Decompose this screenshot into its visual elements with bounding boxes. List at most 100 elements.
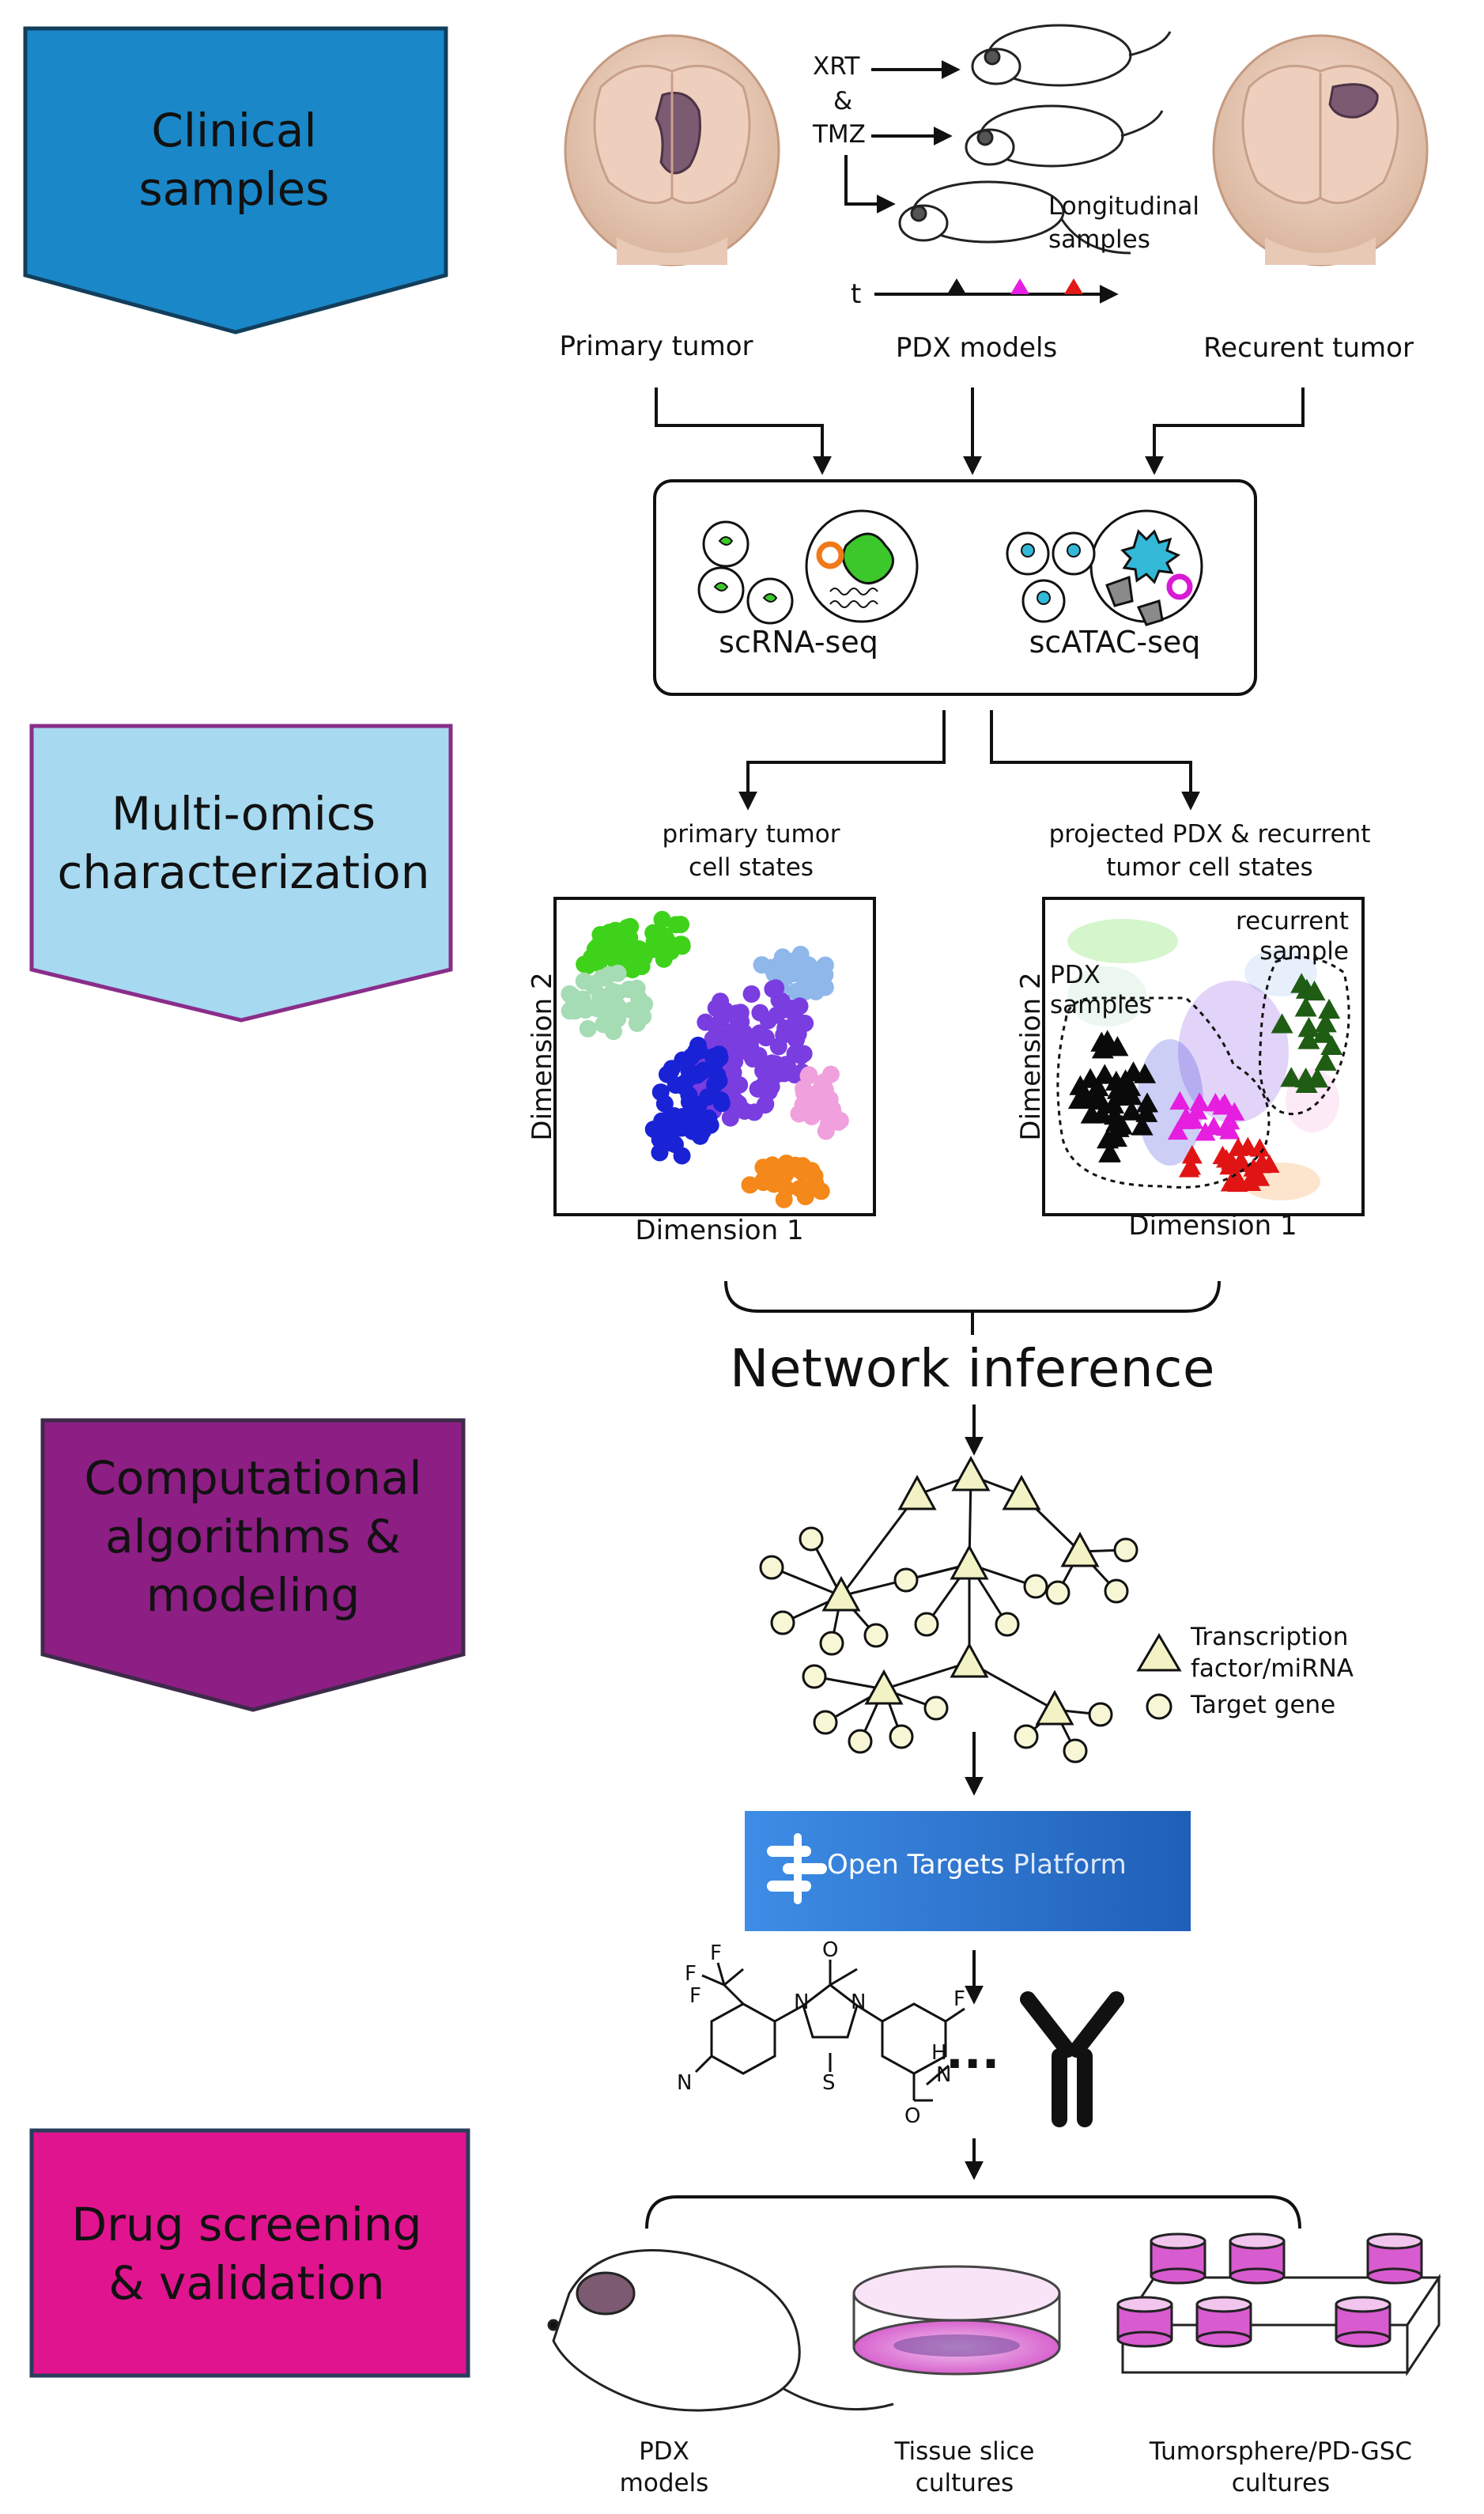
- longitudinal-arrow: [844, 155, 896, 214]
- pdx-black-point: [1120, 1100, 1143, 1121]
- cluster-blue-point: [712, 1094, 731, 1113]
- transcription-factor-node: [950, 1544, 989, 1580]
- pdx-black-point: [1086, 1076, 1109, 1097]
- cluster-pink-point: [805, 1097, 823, 1115]
- cluster-lightblue-point: [787, 982, 805, 1000]
- stage-computational-label: Computational algorithms & modeling: [84, 1451, 422, 1622]
- recurrent-darkgreen-point: [1280, 1067, 1303, 1087]
- cluster-mint-point: [630, 989, 648, 1007]
- cluster-purple-point: [731, 1076, 749, 1094]
- legend-target-label: Target gene: [1191, 1691, 1336, 1719]
- target-gene-node: [1063, 1738, 1088, 1764]
- open-targets-brand: Open Targets: [827, 1849, 1005, 1881]
- pdx-black-point: [1104, 1104, 1127, 1125]
- cluster-blue-point: [651, 1144, 669, 1162]
- scatac-cells-icon: [1006, 509, 1203, 626]
- cluster-orange-point: [741, 1176, 759, 1194]
- recurent-tumor-label: Recurent tumor: [1203, 332, 1414, 364]
- pdx-magenta-point: [1167, 1121, 1188, 1140]
- faded-reference-cluster: [1067, 919, 1178, 963]
- target-gene-node: [759, 1555, 784, 1580]
- target-gene-node: [799, 1526, 824, 1552]
- cluster-green-point: [635, 949, 653, 967]
- svg-text:O: O: [904, 2104, 920, 2128]
- pdx-magenta-point: [1212, 1096, 1233, 1115]
- cluster-pink-point: [817, 1122, 835, 1140]
- svg-text:F: F: [710, 1941, 722, 1965]
- faded-reference-cluster: [1067, 966, 1146, 1026]
- cluster-purple-point: [715, 1007, 733, 1025]
- recurrent-darkgreen-point: [1297, 1016, 1320, 1038]
- scrna-seq-label: scRNA-seq: [719, 625, 878, 660]
- cluster-purple-point: [750, 1046, 768, 1064]
- tissue-slice-dish-icon: [852, 2265, 1061, 2376]
- projected-states-ylabel: Dimension 2: [1015, 972, 1047, 1141]
- pdx-black-point: [1135, 1102, 1158, 1122]
- cluster-mint-point: [585, 977, 603, 996]
- time-marker-1: [947, 278, 966, 294]
- pdx-red-point: [1181, 1145, 1203, 1164]
- pdx-black-point: [1074, 1087, 1097, 1108]
- time-axis-label: t: [851, 278, 862, 310]
- target-gene-node: [819, 1631, 844, 1656]
- recurrent-darkgreen-point: [1320, 1034, 1343, 1056]
- svg-text:O: O: [822, 1938, 838, 1962]
- cluster-blue-point: [710, 1072, 728, 1090]
- target-gene-node: [1088, 1702, 1113, 1727]
- pdx-black-point: [1136, 1092, 1159, 1113]
- cluster-purple-point: [730, 1094, 748, 1113]
- primary-states-points: [561, 910, 849, 1208]
- primary-states-xlabel: Dimension 1: [635, 1215, 804, 1246]
- validation-bracket: [645, 2195, 1301, 2229]
- stage-arrow-computational: [40, 1418, 466, 1712]
- cluster-blue-point: [682, 1094, 700, 1112]
- pdx-black-point: [1090, 1031, 1113, 1052]
- svg-text:N: N: [794, 1990, 809, 2014]
- transcription-factor-node: [821, 1575, 861, 1612]
- svg-text:S: S: [822, 2071, 836, 2095]
- pdx-mouse-3: [898, 180, 1131, 255]
- cluster-mint-point: [589, 997, 607, 1015]
- small-molecule-structure: [694, 1960, 965, 2102]
- culture-well: [1150, 2232, 1206, 2285]
- cluster-purple-point: [726, 1053, 744, 1071]
- recurrent-darkgreen-point: [1314, 1050, 1337, 1071]
- network-edge: [883, 1661, 970, 1691]
- cluster-lightblue-point: [777, 968, 795, 986]
- cluster-pink-point: [790, 1105, 808, 1123]
- target-gene-node: [995, 1612, 1020, 1637]
- pdx-magenta-point: [1169, 1091, 1191, 1110]
- cluster-green-point: [591, 925, 610, 943]
- cluster-green-point: [662, 943, 680, 961]
- transcription-factor-node: [864, 1669, 904, 1705]
- primary-tumor-brain: [564, 34, 780, 267]
- treatment-tmz: TMZ: [813, 120, 866, 149]
- pdx-models-label: PDX models: [895, 332, 1058, 364]
- cluster-green-point: [576, 955, 594, 973]
- target-gene-node: [813, 1710, 838, 1735]
- transcription-factor-node: [950, 1642, 989, 1678]
- cluster-purple-point: [769, 1038, 787, 1056]
- svg-text:F: F: [953, 1987, 965, 2011]
- recurrent-sample-outline: [1259, 956, 1350, 1116]
- cluster-purple-point: [718, 1030, 736, 1048]
- scatac-seq-label: scATAC-seq: [1029, 625, 1201, 660]
- recurrent-darkgreen-point: [1318, 998, 1341, 1019]
- target-gene-node: [770, 1610, 795, 1635]
- transcription-factor-node: [1060, 1531, 1100, 1567]
- pdx-magenta-point: [1219, 1121, 1240, 1140]
- recurrent-darkgreen-point: [1295, 1072, 1318, 1093]
- pdx-red-point: [1228, 1137, 1249, 1156]
- target-gene-node: [1014, 1724, 1039, 1749]
- cluster-green-point: [653, 910, 671, 928]
- primary-tumor-label: Primary tumor: [559, 331, 753, 362]
- stage-drug-label: Drug screening & validation: [71, 2198, 422, 2310]
- cluster-green-point: [624, 961, 642, 979]
- tumorsphere-well-plate-icon: [1116, 2232, 1441, 2376]
- cluster-lightblue-point: [814, 958, 833, 977]
- cluster-green-point: [666, 916, 685, 934]
- pdx-red-point: [1179, 1159, 1200, 1178]
- primary-to-seq-arrow: [655, 387, 832, 475]
- projected-states-points: [1067, 973, 1343, 1193]
- cluster-lightblue-point: [794, 960, 812, 978]
